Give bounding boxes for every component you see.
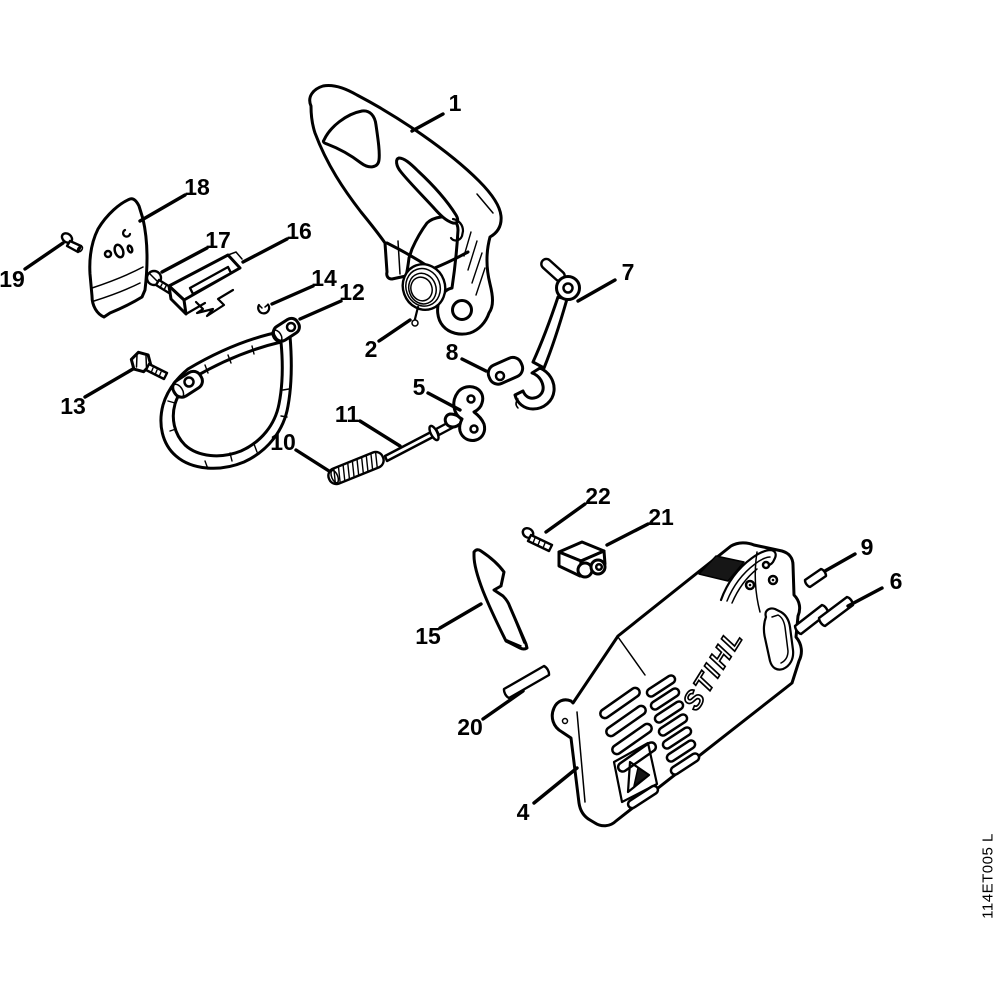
figure-code: 114ET005 L (980, 833, 997, 919)
part-12-brake-band (159, 316, 301, 470)
guard-pivot-hole (451, 299, 473, 321)
callout-label-22: 22 (585, 483, 611, 509)
callout-leader-19 (23, 241, 65, 271)
band-right-fitting (271, 316, 301, 343)
callout-label-4: 4 (517, 799, 530, 825)
cover-handle-recess (762, 607, 795, 671)
callout-leader-6 (846, 586, 884, 608)
callout-leader-16 (241, 237, 289, 264)
callout-leader-13 (83, 367, 135, 399)
callout-label-19: 19 (0, 266, 25, 292)
part-5-cam-lever (443, 385, 487, 442)
callout-label-15: 15 (415, 623, 441, 649)
callout-leader-10 (294, 448, 331, 473)
callout-label-12: 12 (339, 279, 365, 305)
part-20-pin (502, 664, 551, 700)
callout-leader-18 (138, 193, 187, 223)
guard-slot-right (395, 156, 460, 225)
part-13-screw (129, 350, 169, 381)
guard-slot-left (321, 109, 381, 169)
callout-label-8: 8 (446, 339, 459, 365)
cover-latch (698, 548, 777, 604)
cover-window (612, 741, 659, 804)
callout-label-9: 9 (861, 534, 874, 560)
part-7-brake-lever (513, 257, 581, 411)
callout-leader-9 (823, 552, 857, 573)
callout-label-11: 11 (335, 401, 360, 427)
part-8-lug (486, 355, 525, 386)
cover-vents (599, 674, 701, 810)
callout-label-5: 5 (413, 374, 426, 400)
callout-label-10: 10 (270, 429, 296, 455)
callout-label-17: 17 (205, 227, 231, 253)
callout-label-2: 2 (365, 336, 378, 362)
callout-leader-17 (160, 246, 209, 274)
callout-leader-15 (438, 602, 483, 630)
callout-leader-4 (532, 766, 579, 805)
callout-leader-21 (605, 522, 650, 547)
callout-leader-5 (426, 391, 462, 412)
part-15-plate (472, 548, 529, 651)
part-6-pins (793, 595, 855, 636)
callout-leader-14 (270, 284, 315, 306)
band-left-fitting (171, 369, 204, 399)
part-22-screw (521, 526, 554, 553)
part-4-cover: STIHL (550, 541, 803, 828)
part-18-cover-plate (88, 197, 149, 319)
callout-leader-20 (481, 689, 525, 721)
callout-leader-11 (358, 419, 402, 448)
callout-label-20: 20 (457, 714, 483, 740)
part-9-pin (803, 567, 828, 589)
callout-leader-2 (377, 318, 412, 343)
callout-label-6: 6 (890, 568, 903, 594)
callout-label-16: 16 (286, 218, 312, 244)
callout-label-14: 14 (311, 265, 337, 291)
callout-leader-12 (298, 299, 343, 321)
plate-hole (103, 249, 113, 259)
callout-leader-8 (460, 357, 488, 373)
callout-label-7: 7 (622, 259, 635, 285)
callout-label-13: 13 (60, 393, 86, 419)
part-19-pin (60, 232, 84, 254)
part-21-block (557, 540, 607, 579)
callout-leader-22 (544, 502, 587, 534)
callout-label-21: 21 (648, 504, 674, 530)
callout-leader-7 (576, 278, 617, 303)
callout-leader-1 (410, 112, 445, 133)
callout-label-18: 18 (184, 174, 210, 200)
callout-label-1: 1 (449, 90, 462, 116)
part-11-rod (383, 419, 456, 463)
part-16-bracket (167, 251, 243, 318)
part-14-e-clip (257, 303, 271, 315)
part-2-spring (401, 263, 447, 327)
part-10-spring (327, 450, 385, 486)
